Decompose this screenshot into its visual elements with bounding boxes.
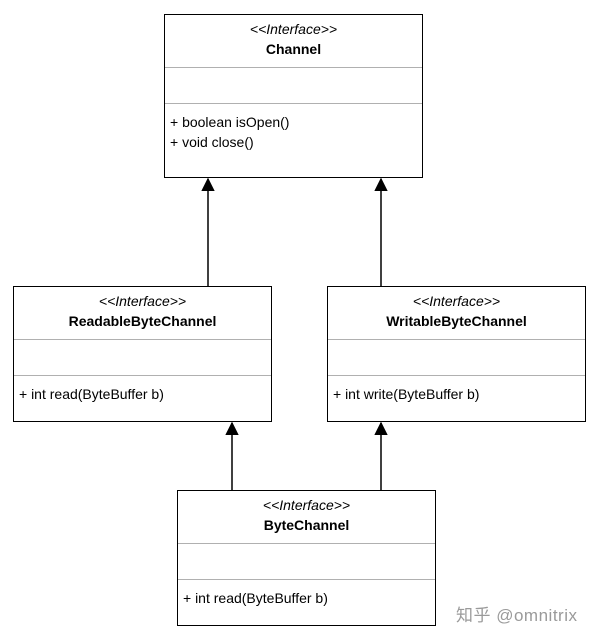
class-header: <<Interface>> ByteChannel — [178, 491, 435, 534]
stereotype-label: <<Interface>> — [262, 497, 351, 513]
byte-channel-interface-box: <<Interface>> ByteChannel + int read(Byt… — [177, 490, 436, 626]
methods-divider — [178, 579, 435, 580]
class-name: ReadableByteChannel — [68, 313, 217, 329]
class-name: ByteChannel — [263, 517, 350, 533]
method-read: + int read(ByteBuffer b) — [183, 590, 328, 606]
attributes-divider — [178, 543, 435, 544]
readable-byte-channel-interface-box: <<Interface>> ReadableByteChannel + int … — [13, 286, 272, 422]
methods-divider — [14, 375, 271, 376]
class-header: <<Interface>> Channel — [165, 15, 422, 58]
attributes-divider — [328, 339, 585, 340]
methods-list: + boolean isOpen() + void close() — [170, 112, 418, 152]
stereotype-label: <<Interface>> — [249, 21, 338, 37]
method-write: + int write(ByteBuffer b) — [333, 386, 480, 402]
methods-divider — [165, 103, 422, 104]
method-read: + int read(ByteBuffer b) — [19, 386, 164, 402]
class-header: <<Interface>> ReadableByteChannel — [14, 287, 271, 330]
method-close: + void close() — [170, 134, 254, 150]
class-name: Channel — [265, 41, 322, 57]
class-name: WritableByteChannel — [386, 313, 527, 329]
watermark-label: 知乎 @omnitrix — [456, 606, 578, 625]
methods-list: + int read(ByteBuffer b) — [183, 588, 431, 608]
stereotype-label: <<Interface>> — [98, 293, 187, 309]
channel-interface-box: <<Interface>> Channel + boolean isOpen()… — [164, 14, 423, 178]
methods-divider — [328, 375, 585, 376]
class-header: <<Interface>> WritableByteChannel — [328, 287, 585, 330]
methods-list: + int write(ByteBuffer b) — [333, 384, 581, 404]
method-is-open: + boolean isOpen() — [170, 114, 290, 130]
methods-list: + int read(ByteBuffer b) — [19, 384, 267, 404]
attributes-divider — [14, 339, 271, 340]
writable-byte-channel-interface-box: <<Interface>> WritableByteChannel + int … — [327, 286, 586, 422]
attributes-divider — [165, 67, 422, 68]
stereotype-label: <<Interface>> — [412, 293, 501, 309]
